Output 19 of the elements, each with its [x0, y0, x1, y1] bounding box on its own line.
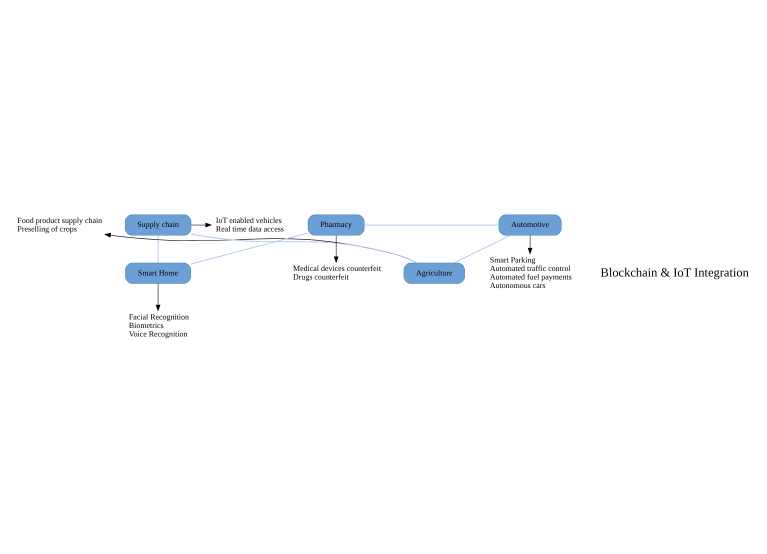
node-text: Medical devices counterfeit Drugs counterfeit [293, 264, 382, 282]
node-text: Facial Recognition Biometrics Voice Recognition [128, 312, 189, 338]
node-text: IoT enabled vehicles Real time data access [216, 215, 284, 233]
node-box: Pharmacy [308, 214, 364, 236]
connector [364, 224, 500, 225]
arrow [156, 282, 160, 312]
node-text: Smart Parking Automated traffic control Automated fuel payments Autonomous cars [490, 255, 572, 290]
connector [190, 233, 418, 263]
arrow [334, 234, 339, 263]
node-box: Automotive [498, 214, 562, 236]
node-box: Smart Home [125, 262, 191, 284]
node-box: Agriculture [404, 262, 465, 284]
node-text: Food product supply chain Preselling of crops [17, 215, 102, 233]
node-box: Supply chain [124, 214, 192, 236]
arrow [528, 234, 532, 254]
arrow [190, 222, 212, 227]
connector [454, 234, 511, 263]
label: Blockchain & IoT Integration [600, 264, 749, 279]
connector [190, 232, 308, 264]
